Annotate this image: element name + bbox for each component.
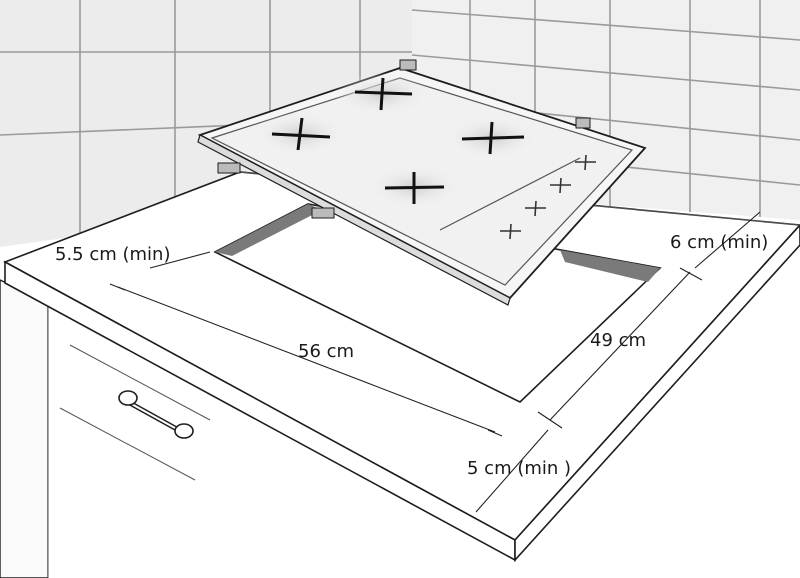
burner-icon [252,112,348,156]
dimension-label-front-min: 5 cm (min ) [467,458,571,479]
dimension-label-back-min: 6 cm (min) [670,232,768,253]
dimension-label-left-min: 5.5 cm (min) [55,244,171,265]
dimension-label-width: 56 cm [298,341,354,362]
dimension-lines [109,211,761,513]
control-knob-icon [500,223,521,240]
dimension-label-depth: 49 cm [590,330,646,351]
drawer-handle-icon [118,390,194,439]
control-knob-icon [525,200,546,217]
control-knob-icon [575,154,596,171]
burner-icon [367,165,463,209]
burner-icon [444,116,540,160]
control-knob-icon [550,177,571,194]
burner-icon [332,72,432,116]
